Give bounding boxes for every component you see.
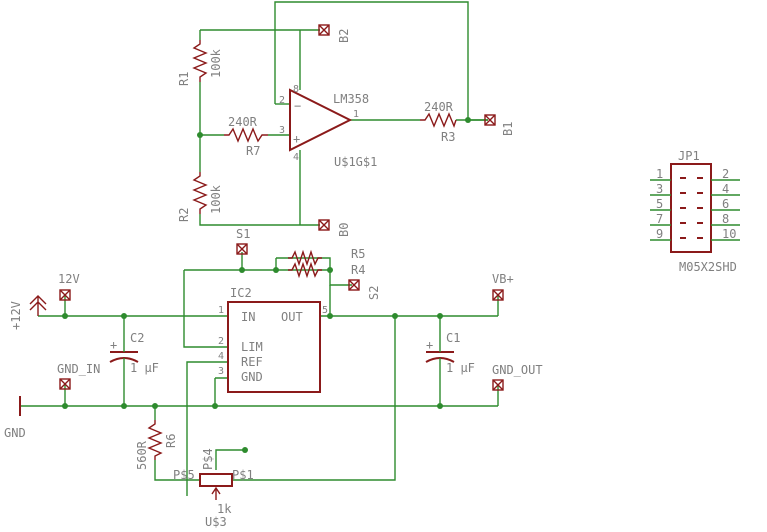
- r7-name: R7: [246, 144, 260, 158]
- pad-b2: B2: [318, 24, 351, 43]
- pot-pin-a: P$5: [173, 468, 195, 482]
- pad-vb: VB+: [492, 272, 514, 301]
- c2-name: C2: [130, 331, 144, 345]
- opamp-pin-gnd: 4: [293, 152, 299, 163]
- r5-name: R5: [351, 247, 365, 261]
- supply-plus12v: +12V: [9, 295, 47, 330]
- pot-name: U$3: [205, 515, 227, 529]
- jp1-pin-marks: [680, 177, 703, 239]
- ic2-out-label: OUT: [281, 310, 303, 324]
- gnd-in-label: GND_IN: [57, 362, 100, 376]
- pad-b0: B0: [318, 219, 351, 237]
- resistor-r4: R4: [288, 261, 365, 279]
- ic2-in-label: IN: [241, 310, 255, 324]
- jp1-pin-7: 7: [656, 212, 663, 226]
- gnd-label: GND: [4, 426, 26, 440]
- opamp-pin-minus: 2: [279, 95, 285, 106]
- pot-pin-b: P$1: [232, 468, 254, 482]
- pad-gnd-out: GND_OUT: [492, 363, 543, 391]
- supply-gnd: GND: [4, 396, 26, 440]
- resistor-r2: R2 100k: [177, 172, 223, 222]
- ic2-name: IC2: [230, 286, 252, 300]
- s2-label: S2: [367, 286, 381, 300]
- opamp-pin-plus: 3: [279, 125, 285, 136]
- ic2-gnd-label: GND: [241, 370, 263, 384]
- pot-value: 1k: [217, 502, 232, 516]
- c2-value: 1 µF: [130, 361, 159, 375]
- ic2-pin-gnd: 3: [218, 366, 224, 377]
- c1-value: 1 µF: [446, 361, 475, 375]
- junction-dots: [62, 117, 471, 453]
- capacitor-c2: + C2 1 µF: [109, 331, 159, 375]
- pad-gnd-in: GND_IN: [57, 362, 100, 390]
- jp1-pin-8: 8: [722, 212, 729, 226]
- pot-wiper-pin: P$4: [201, 448, 215, 470]
- ic2-pin-lim: 2: [218, 336, 224, 347]
- header-jp1: JP1 M05X2SHD 1 3 5 7 9 2 4 6 8 10: [650, 149, 740, 274]
- ic2-pin-out: 5: [322, 305, 328, 316]
- r6-name: R6: [164, 434, 178, 448]
- pad-12v: 12V: [58, 272, 80, 301]
- r3-value: 240R: [424, 100, 454, 114]
- capacitor-c1: + C1 1 µF: [425, 331, 475, 375]
- opamp-minus-sign: −: [294, 99, 301, 113]
- jp1-pin-5: 5: [656, 197, 663, 211]
- c1-plus: +: [426, 338, 433, 352]
- b1-label: B1: [501, 122, 515, 136]
- jp1-pin-9: 9: [656, 227, 663, 241]
- v12-label: 12V: [58, 272, 80, 286]
- resistor-r3: 240R R3: [420, 100, 457, 144]
- s1-label: S1: [236, 227, 250, 241]
- jp1-pin-1: 1: [656, 167, 663, 181]
- jp1-pin-lines: [650, 179, 740, 241]
- c2-plus: +: [110, 338, 117, 352]
- vb-label: VB+: [492, 272, 514, 286]
- opamp-instance: U$1G$1: [334, 155, 377, 169]
- gnd-out-label: GND_OUT: [492, 363, 543, 377]
- r2-name: R2: [177, 208, 191, 222]
- jp1-pin-6: 6: [722, 197, 729, 211]
- resistor-r6: 560R R6: [135, 420, 178, 470]
- regulator-ic2: IC2 IN OUT LIM REF GND 1 2 4 3 5: [218, 286, 328, 393]
- plus12v-label: +12V: [9, 301, 23, 330]
- opamp-pin-out: 1: [353, 109, 359, 120]
- r1-value: 100k: [209, 48, 223, 78]
- ic2-lim-label: LIM: [241, 340, 263, 354]
- resistor-r1: R1 100k: [177, 40, 223, 86]
- ic2-pin-in: 1: [218, 305, 224, 316]
- b0-label: B0: [337, 223, 351, 237]
- opamp-lm358: − + LM358 U$1G$1 2 3 1 8 4: [279, 84, 377, 169]
- potentiometer-u3: P$4 P$5 P$1 1k U$3: [173, 448, 254, 529]
- r7-value: 240R: [228, 115, 258, 129]
- jp1-pin-4: 4: [722, 182, 729, 196]
- c1-name: C1: [446, 331, 460, 345]
- r4-name: R4: [351, 263, 365, 277]
- connector-pads: B2 B1 B0 S1 S2 12V VB+ GND_IN: [57, 24, 543, 391]
- pad-b1: B1: [484, 114, 515, 136]
- pad-s2: S2: [348, 279, 381, 300]
- r6-value: 560R: [135, 440, 149, 470]
- ic2-pin-ref: 4: [218, 351, 224, 362]
- r2-value: 100k: [209, 184, 223, 214]
- jp1-pin-3: 3: [656, 182, 663, 196]
- b2-label: B2: [337, 29, 351, 43]
- pad-s1: S1: [236, 227, 250, 255]
- jp1-name: JP1: [678, 149, 700, 163]
- ic2-ref-label: REF: [241, 355, 263, 369]
- opamp-name: LM358: [333, 92, 369, 106]
- opamp-pin-vcc: 8: [293, 84, 299, 95]
- jp1-part: M05X2SHD: [679, 260, 737, 274]
- opamp-plus-sign: +: [293, 132, 300, 146]
- r3-name: R3: [441, 130, 455, 144]
- jp1-pin-2: 2: [722, 167, 729, 181]
- jp1-pin-10: 10: [722, 227, 736, 241]
- r1-name: R1: [177, 72, 191, 86]
- resistor-r7: 240R R7: [224, 115, 268, 158]
- resistor-r5: R5: [288, 247, 365, 267]
- wires: [20, 1, 499, 496]
